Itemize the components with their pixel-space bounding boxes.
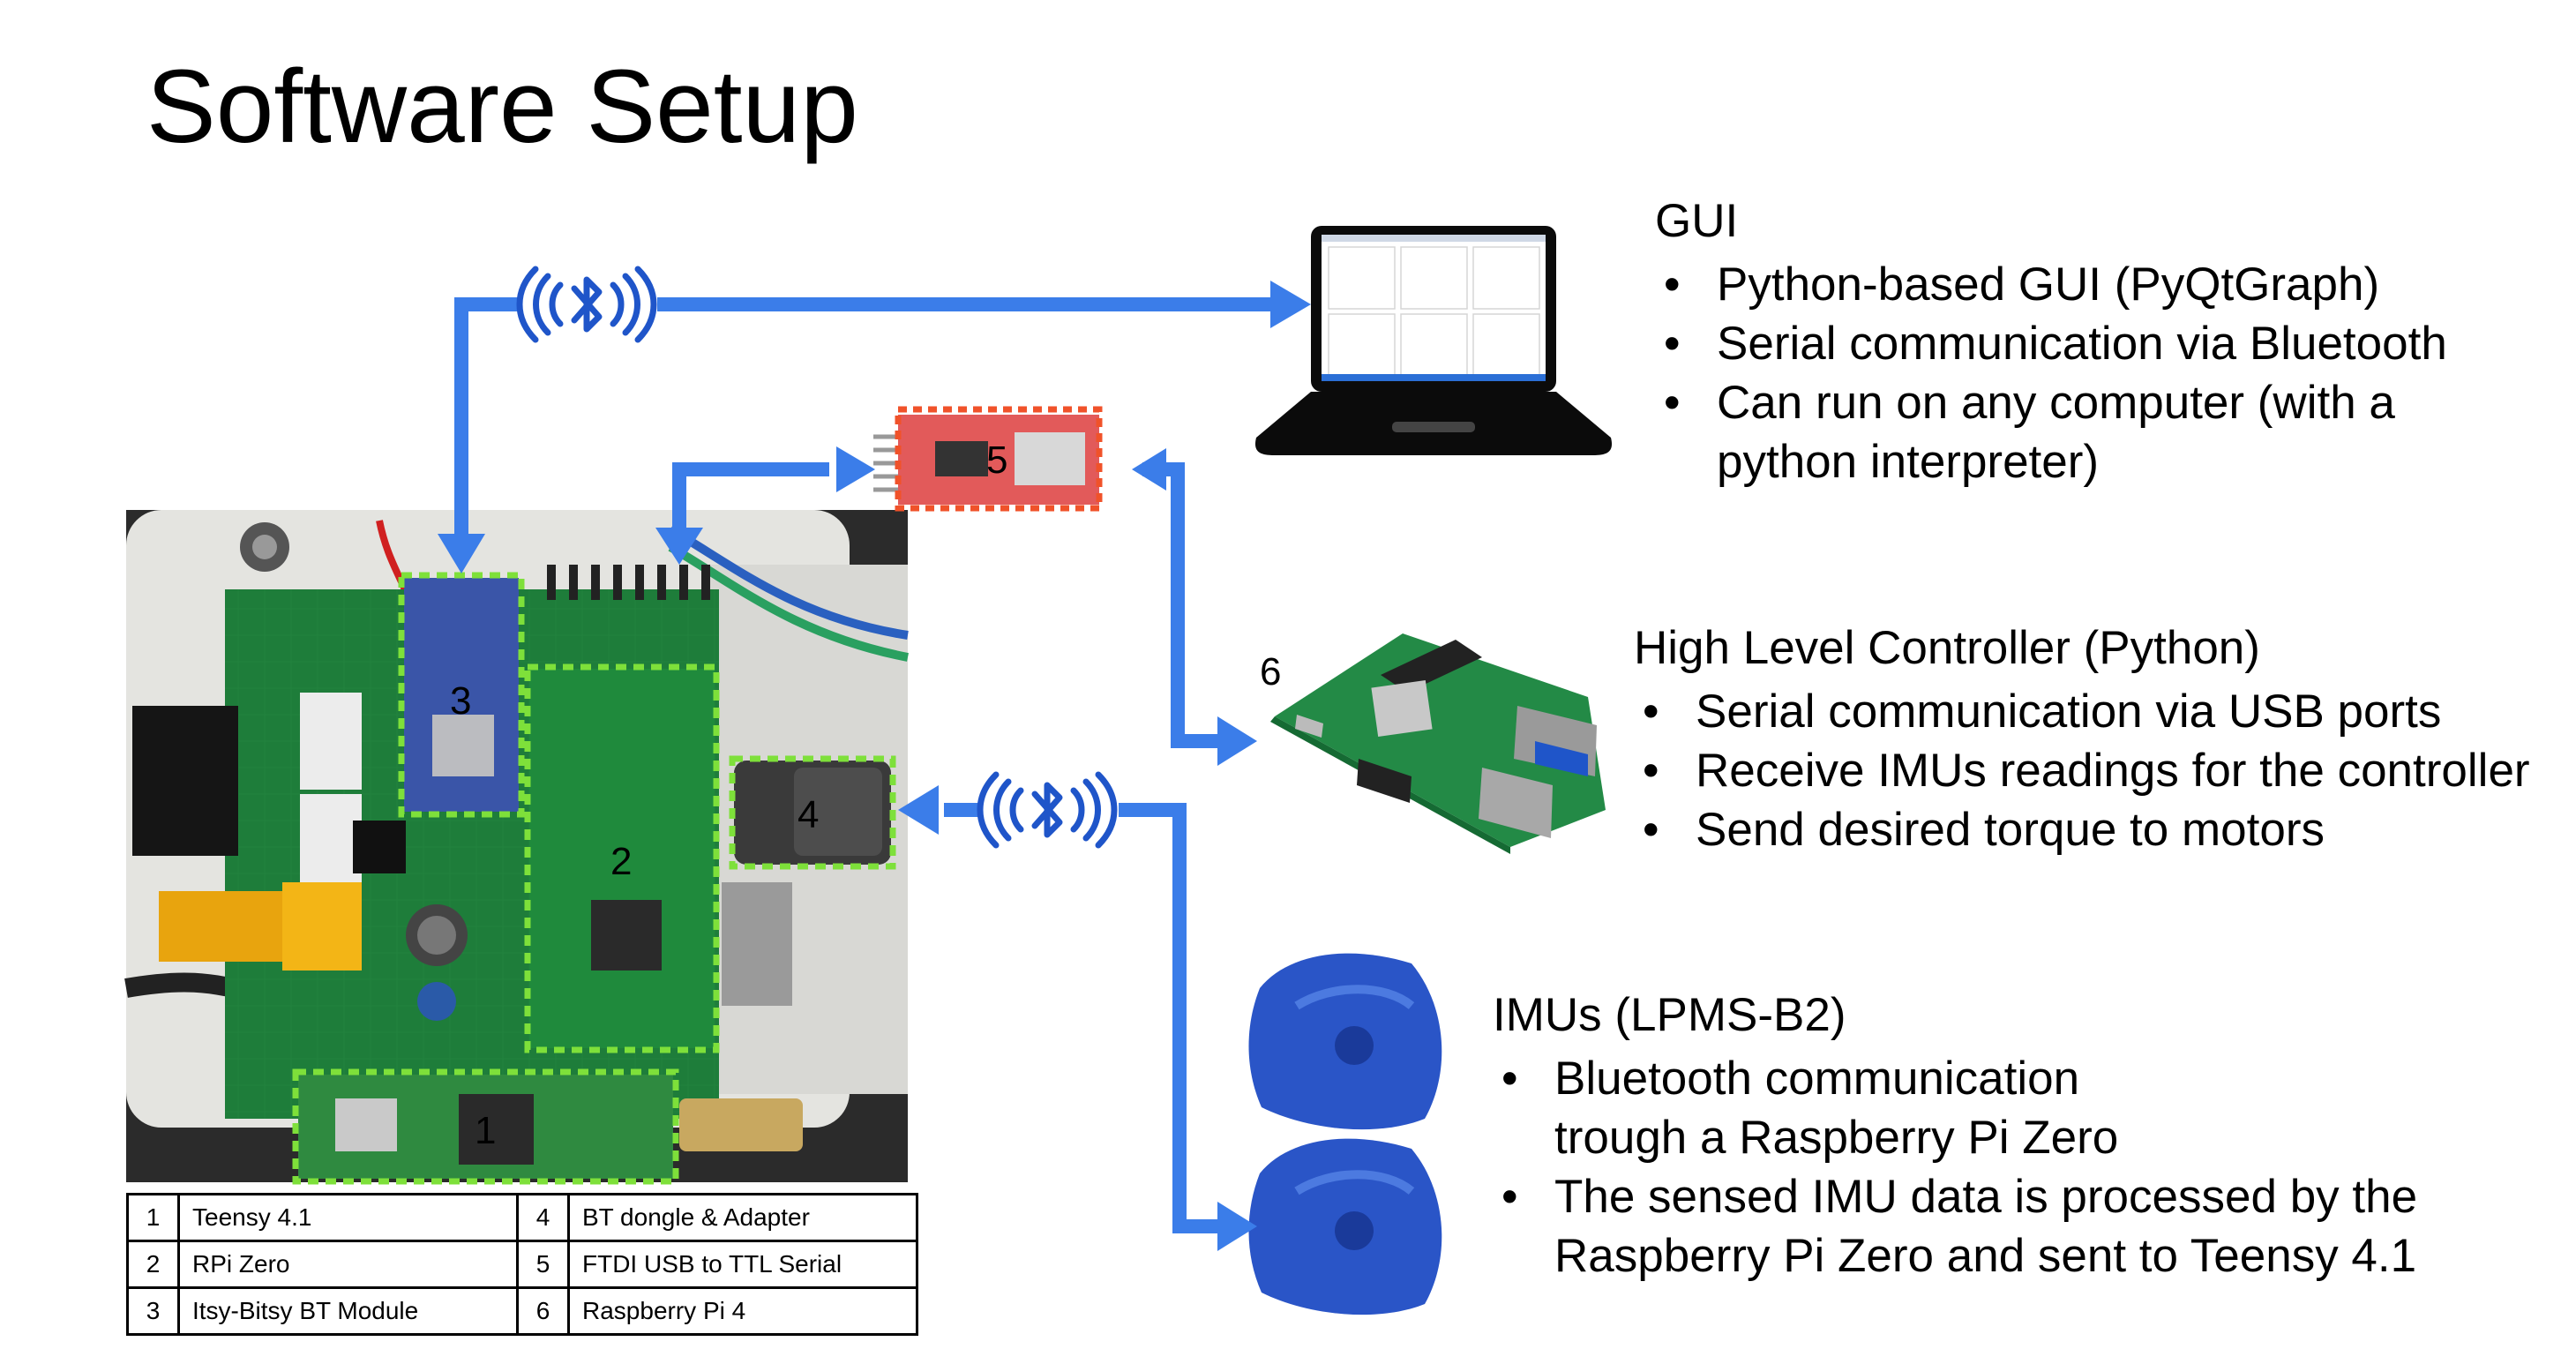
table-cell-num: 6 [516, 1286, 570, 1336]
ftdi-module [873, 406, 1103, 512]
imu-sensor [1248, 1138, 1442, 1315]
table-cell-num: 4 [516, 1193, 570, 1242]
imus-bullet: Bluetooth communication trough a Raspber… [1493, 1049, 2225, 1167]
hlc-section: High Level Controller (Python) Serial co… [1634, 625, 2569, 859]
parts-table: 1 Teensy 4.1 4 BT dongle & Adapter 2 RPi… [126, 1193, 918, 1336]
gui-bullet: Serial communication via Bluetooth [1655, 314, 2520, 373]
highlight-bt-dongle [729, 755, 896, 870]
imu-sensor [1248, 953, 1442, 1130]
table-cell-num: 1 [126, 1193, 180, 1242]
gui-bullet: Can run on any computer (with a python i… [1655, 373, 2520, 491]
hlc-bullet: Receive IMUs readings for the controller [1634, 741, 2569, 800]
component-label-6: 6 [1260, 650, 1282, 693]
hlc-title: High Level Controller (Python) [1634, 622, 2260, 674]
hlc-bullet: Send desired torque to motors [1634, 800, 2569, 859]
table-cell-name: FTDI USB to TTL Serial [567, 1240, 918, 1289]
imus-section: IMUs (LPMS-B2) Bluetooth communication t… [1493, 992, 2516, 1285]
imus-bullet: The sensed IMU data is processed by the … [1493, 1167, 2445, 1285]
table-cell-name: Itsy-Bitsy BT Module [177, 1286, 519, 1336]
gui-title: GUI [1655, 195, 1739, 247]
laptop-icon [1254, 226, 1613, 455]
table-cell-name: RPi Zero [177, 1240, 519, 1289]
gui-bullets: Python-based GUI (PyQtGraph) Serial comm… [1655, 255, 2520, 491]
highlight-teensy [292, 1068, 679, 1185]
table-cell-name: Teensy 4.1 [177, 1193, 519, 1242]
component-label-5: 5 [986, 438, 1008, 482]
imus-bullets: Bluetooth communication trough a Raspber… [1493, 1049, 2417, 1285]
gui-bullet: Python-based GUI (PyQtGraph) [1655, 255, 2520, 314]
bluetooth-icon [516, 266, 657, 343]
highlight-itsy-bitsy [398, 572, 525, 818]
hlc-bullet: Serial communication via USB ports [1634, 682, 2569, 741]
component-label-3: 3 [450, 679, 472, 723]
table-cell-name: BT dongle & Adapter [567, 1193, 918, 1242]
hlc-bullets: Serial communication via USB ports Recei… [1634, 682, 2569, 859]
table-cell-num: 3 [126, 1286, 180, 1336]
hardware-photo [124, 510, 909, 1185]
gui-section: GUI Python-based GUI (PyQtGraph) Serial … [1655, 198, 2520, 491]
page-title: Software Setup [146, 49, 858, 165]
component-label-1: 1 [475, 1109, 497, 1152]
imus-title: IMUs (LPMS-B2) [1493, 989, 1846, 1041]
table-row: 3 Itsy-Bitsy BT Module 6 Raspberry Pi 4 [126, 1286, 918, 1336]
table-cell-num: 5 [516, 1240, 570, 1289]
component-label-2: 2 [610, 840, 633, 883]
highlight-rpi-zero [524, 663, 720, 1053]
component-label-4: 4 [798, 793, 820, 836]
raspberry-pi-board [1270, 633, 1606, 854]
table-row: 2 RPi Zero 5 FTDI USB to TTL Serial [126, 1240, 918, 1289]
connection-arrows [454, 297, 1279, 1233]
table-cell-name: Raspberry Pi 4 [567, 1286, 918, 1336]
table-cell-num: 2 [126, 1240, 180, 1289]
arrow-heads [438, 281, 1311, 1251]
table-row: 1 Teensy 4.1 4 BT dongle & Adapter [126, 1193, 918, 1242]
bluetooth-icon [977, 771, 1118, 849]
